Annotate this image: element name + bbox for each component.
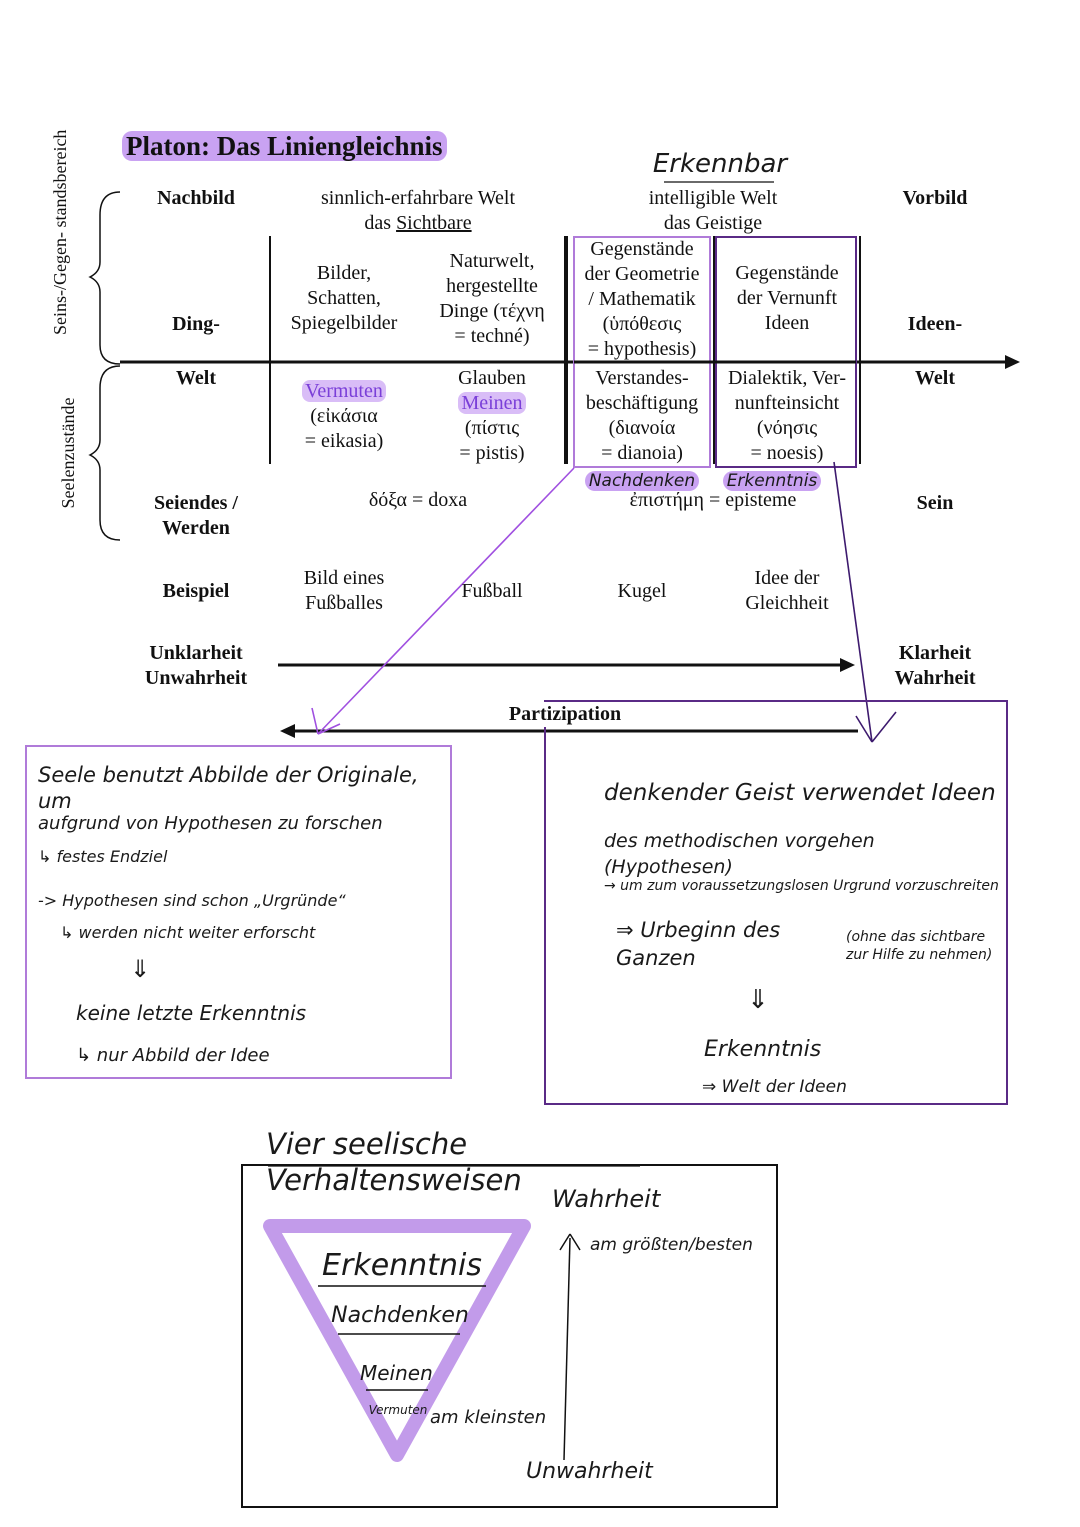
cell-meinen: Meinen	[422, 391, 562, 416]
header-sichtbare: das Sichtbare	[364, 212, 472, 234]
label-partizipation: Partizipation	[480, 702, 650, 727]
note-left-line7: ↳ nur Abbild der Idee	[76, 1045, 270, 1066]
note-right-line1: denkender Geist verwendet Ideen	[604, 780, 996, 806]
bottom-wahrheit: Wahrheit	[552, 1185, 661, 1213]
note-right-line7: ⇒ Welt der Ideen	[702, 1077, 847, 1097]
label-unklarheit: Unklarheit Unwahrheit	[144, 642, 248, 689]
beispiel-kugel: Kugel	[617, 580, 667, 602]
cell-vernunft: Gegenstände der Vernunft Ideen	[735, 262, 839, 334]
side-label-seinsbereich: Seins-/Gegen- standsbereich	[50, 129, 70, 335]
note-left-arrow: ⇓	[129, 955, 151, 983]
cell-glauben: Glauben	[458, 367, 526, 389]
note-right-arrow: ⇓	[747, 985, 769, 1015]
side-label-seelenzustaende: Seelenzustände	[58, 397, 78, 509]
label-klarheit: Klarheit Wahrheit	[894, 642, 976, 689]
header-nachbild: Nachbild	[157, 187, 235, 209]
header-intelligible: intelligible Welt	[648, 187, 778, 209]
page-title: Platon: Das Liniengleichnis	[122, 130, 447, 162]
cell-vermuten: Vermuten	[276, 379, 412, 404]
row-label-ideen: Ideen-	[907, 313, 963, 335]
header-vorbild: Vorbild	[902, 187, 968, 209]
level-vermuten: Vermuten	[368, 1403, 428, 1417]
note-left-line5: ↳ werden nicht weiter erforscht	[60, 923, 316, 942]
row-label-sein: Sein	[916, 492, 954, 514]
bottom-am-kleinsten: am kleinsten	[430, 1407, 547, 1428]
note-left-line4: -> Hypothesen sind schon „Urgründe“	[38, 891, 346, 910]
header-geistige: das Geistige	[663, 212, 763, 234]
level-erkenntnis: Erkenntnis	[322, 1248, 482, 1283]
cell-naturwelt: Naturwelt, hergestellte Dinge (τέχνη = t…	[439, 250, 545, 347]
cell-eikasia: (εἰκάσια = eikasia)	[304, 405, 384, 452]
cell-bilder: Bilder, Schatten, Spiegelbilder	[290, 262, 398, 334]
row-label-seiendes: Seiendes / Werden	[154, 492, 238, 539]
note-right-line2: des methodischen vorgehen (Hypothesen)	[604, 830, 875, 878]
doxa: δόξα = doxa	[368, 489, 468, 511]
cell-pistis: (πίστις = pistis)	[459, 417, 525, 464]
row-label-welt-right: Welt	[915, 367, 955, 389]
bottom-am-groessten: am größten/besten	[590, 1235, 753, 1255]
row-label-welt-left: Welt	[176, 367, 216, 389]
cell-geometrie: Gegenstände der Geometrie / Mathematik (…	[584, 238, 700, 360]
bottom-unwahrheit: Unwahrheit	[526, 1459, 653, 1484]
episteme: ἐπιστήμη = episteme	[629, 489, 797, 511]
bottom-title: Vier seelische Verhaltensweisen	[266, 1127, 522, 1197]
row-label-beispiel: Beispiel	[162, 580, 230, 602]
note-left-line3: ↳ festes Endziel	[38, 847, 168, 866]
note-right-line6: Erkenntnis	[704, 1037, 822, 1062]
cell-dialektik: Dialektik, Ver- nunfteinsicht (νόησις = …	[727, 367, 847, 464]
header-sinnlich: sinnlich-erfahrbare Welt	[320, 187, 516, 209]
level-nachdenken: Nachdenken	[331, 1303, 469, 1328]
row-label-ding: Ding-	[172, 313, 220, 335]
beispiel-idee: Idee der Gleichheit	[745, 567, 829, 614]
annotation-nachdenken: Nachdenken	[582, 470, 702, 492]
note-right-line4: ⇒ Urbeginn des Ganzen	[616, 918, 781, 970]
note-right-line5: (ohne das sichtbare zur Hilfe zu nehmen)	[846, 929, 993, 963]
header-erkennbar: Erkennbar	[652, 149, 788, 179]
note-left-line2: aufgrund von Hypothesen zu forschen	[38, 813, 383, 834]
note-left-line6: keine letzte Erkenntnis	[76, 1001, 307, 1025]
note-right-line3: → um zum voraussetzungslosen Urgrund vor…	[604, 878, 999, 894]
beispiel-bild: Bild eines Fußballes	[303, 567, 385, 614]
annotation-erkenntnis: Erkenntnis	[712, 470, 832, 492]
cell-verstandes: Verstandes- beschäftigung (διανοία = dia…	[585, 367, 699, 464]
beispiel-fussball: Fußball	[461, 580, 523, 602]
level-meinen: Meinen	[360, 1361, 433, 1385]
note-left-line1: Seele benutzt Abbilde der Originale, um	[38, 763, 419, 813]
